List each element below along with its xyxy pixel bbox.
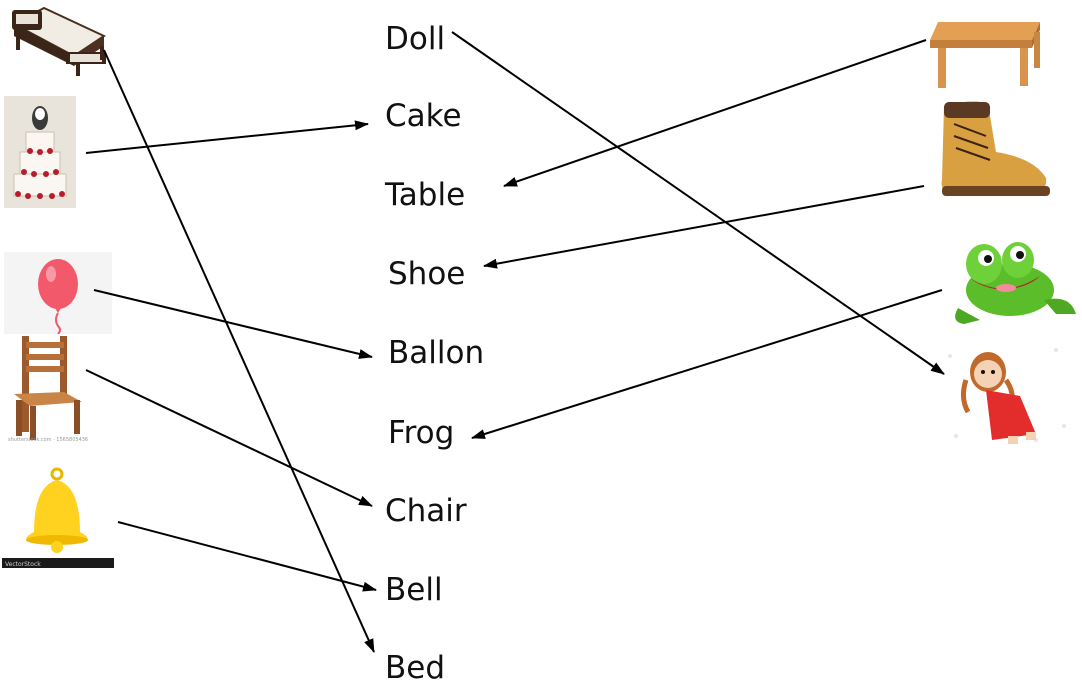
word-ballon: Ballon [388,335,485,371]
word-bed: Bed [385,650,446,686]
balloon-picture [4,252,112,334]
line-doll-to-doll [451,31,945,375]
bell-watermark: VectorStock [5,561,41,568]
word-table: Table [385,177,466,213]
bed-picture [11,6,107,76]
chair-picture: shutterstock.com · 1565805436 [8,336,88,443]
bell-picture: VectorStock [2,466,114,568]
word-doll: Doll [385,21,446,57]
word-chair: Chair [385,493,467,529]
line-frog-to-frog [471,289,943,439]
frog-picture [955,242,1076,324]
doll-picture [948,348,1066,444]
line-bell-to-bell [117,521,377,592]
cake-picture [4,96,76,208]
line-bed-to-bed [103,49,375,653]
word-bell: Bell [385,572,443,608]
line-table-to-table [503,39,927,187]
line-balloon-to-ballon [93,289,373,359]
word-shoe: Shoe [388,256,466,292]
line-chair-to-chair [85,369,373,507]
word-frog: Frog [388,415,455,451]
table-picture [930,22,1040,88]
line-boot-to-shoe [483,185,925,269]
boot-picture [941,101,1050,196]
line-cake-to-cake [85,120,369,154]
chair-watermark: shutterstock.com · 1565805436 [8,437,88,443]
word-cake: Cake [385,98,462,134]
